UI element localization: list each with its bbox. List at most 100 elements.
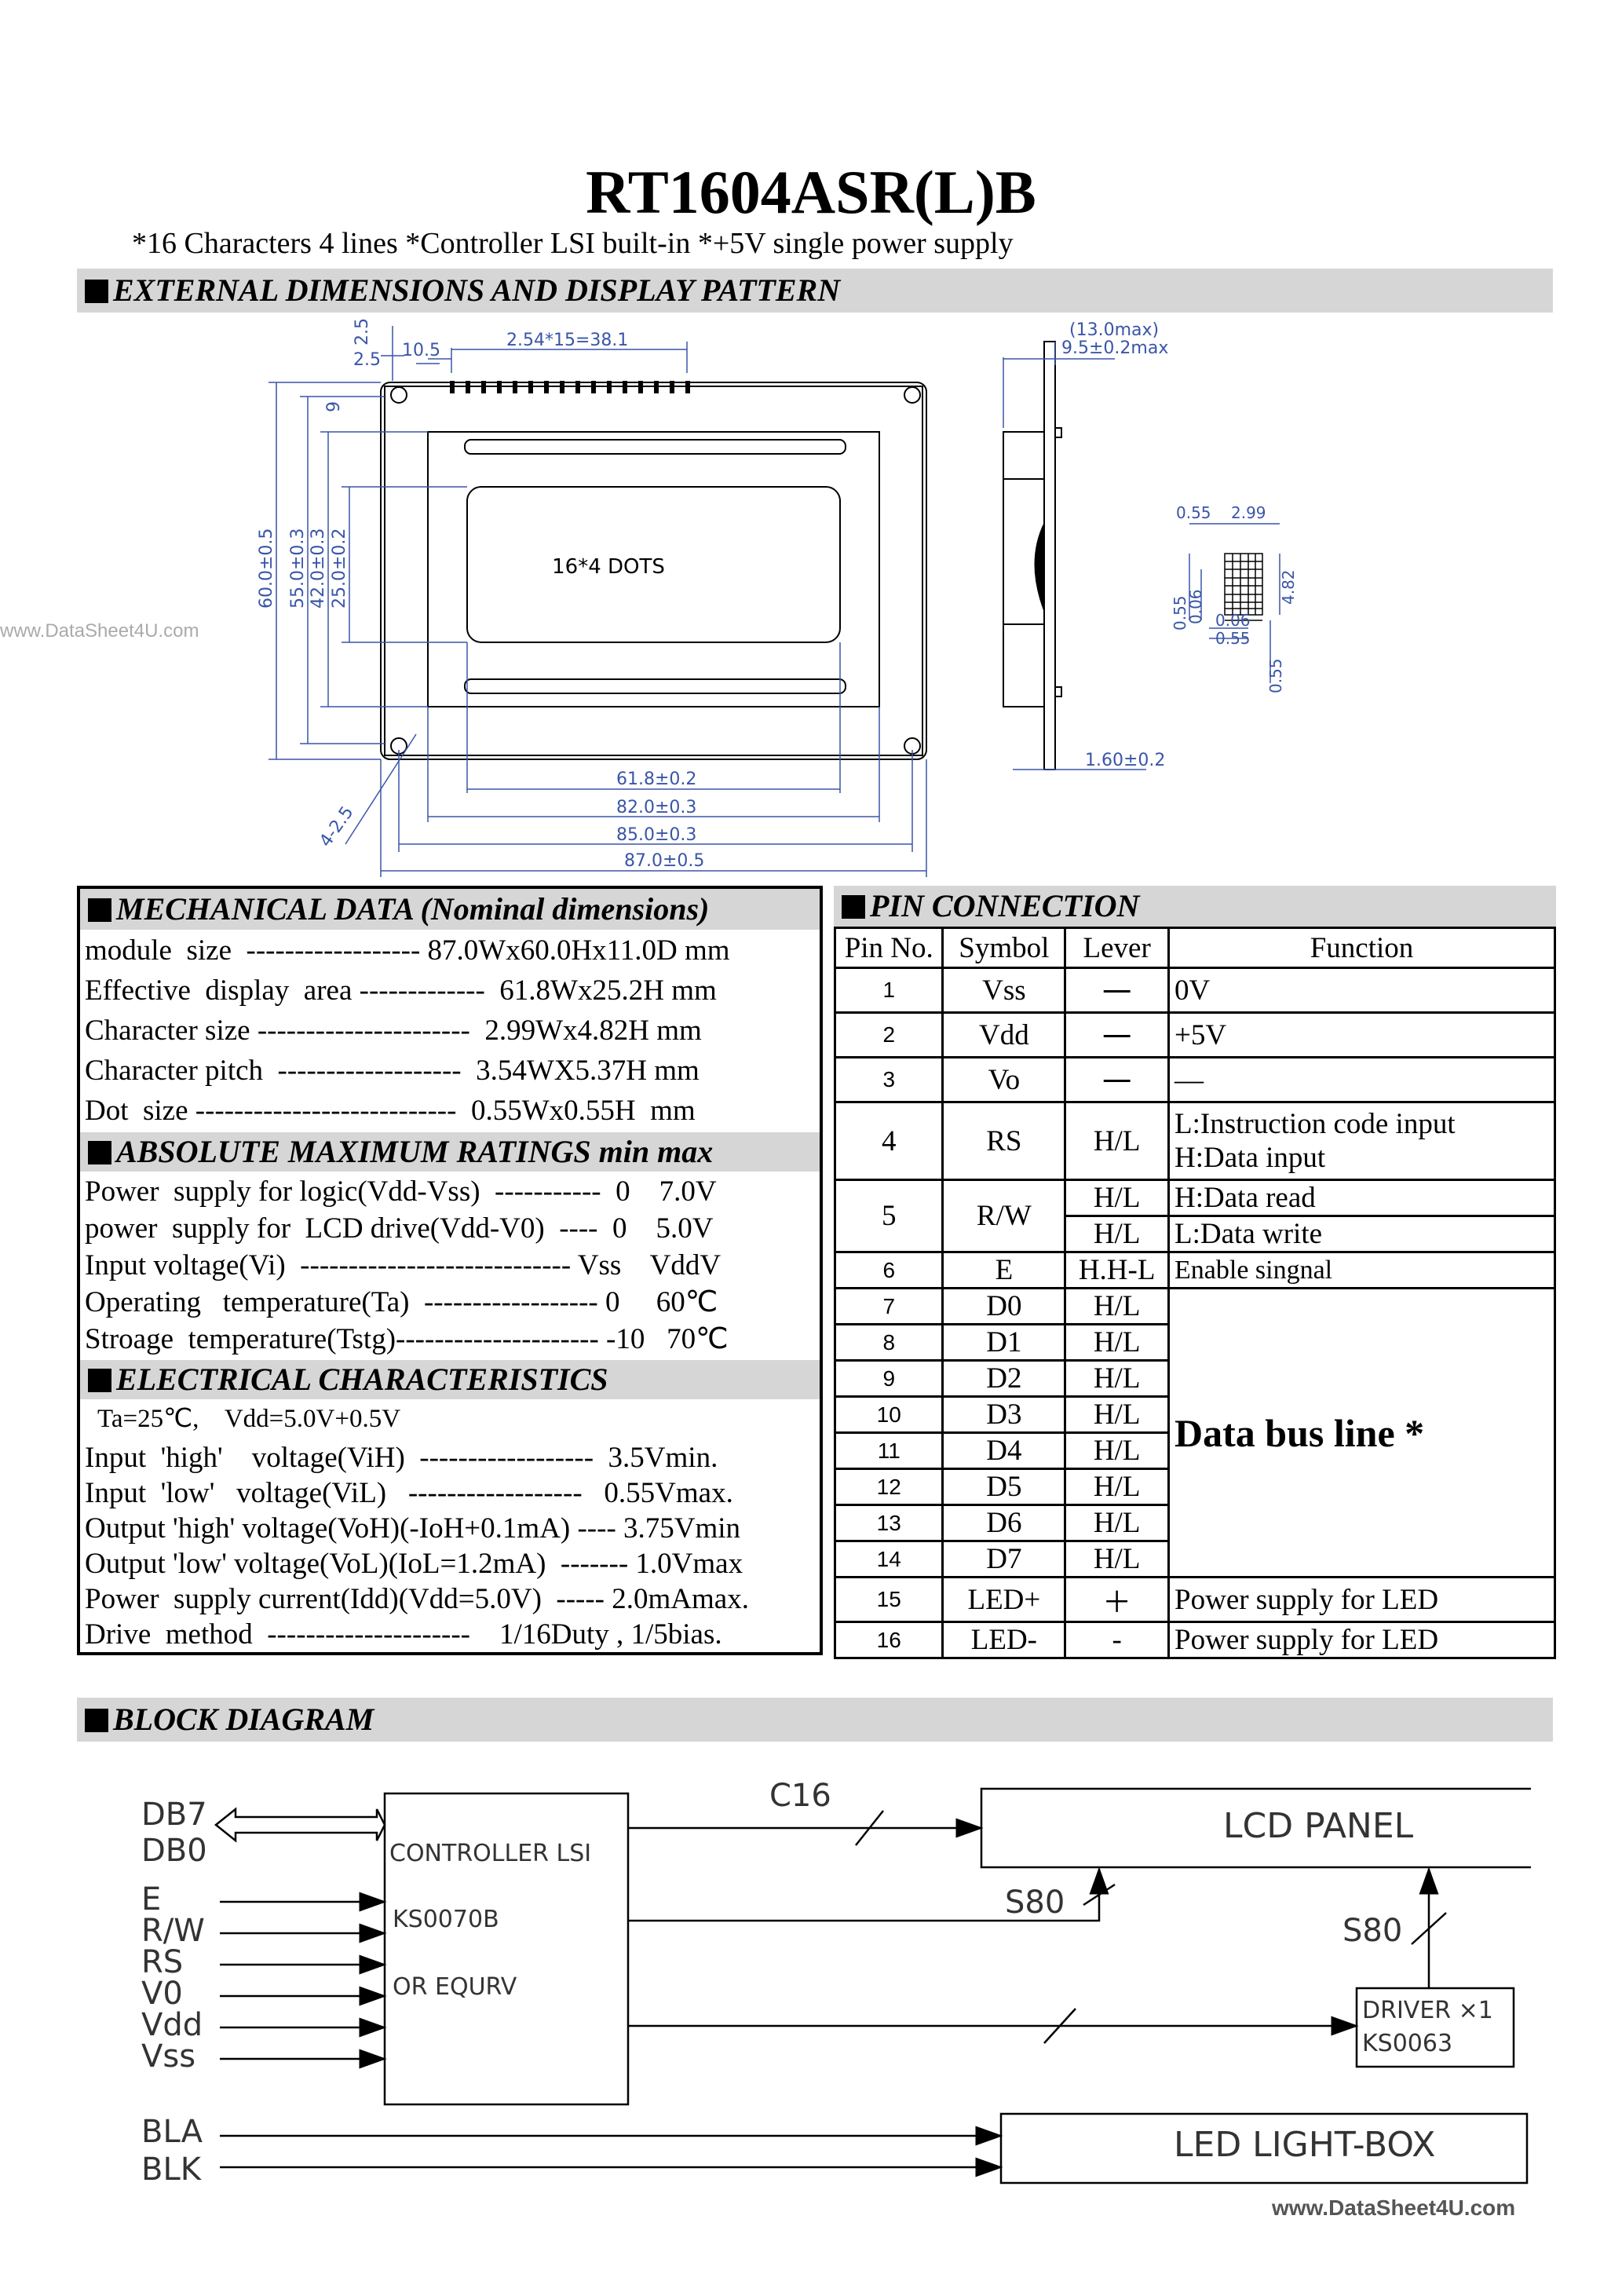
svg-text:KS0063: KS0063 <box>1362 2030 1452 2057</box>
svg-text:9: 9 <box>324 401 344 412</box>
block-diagram: DB7 DB0 E R/W RS V0 Vdd Vss C16 S80 S80 … <box>141 1778 1531 2188</box>
svg-text:CONTROLLER LSI: CONTROLLER LSI <box>389 1840 591 1867</box>
svg-text:OR EQURV: OR EQURV <box>393 1973 517 2001</box>
svg-text:0.06: 0.06 <box>1186 589 1205 624</box>
led-box <box>999 2112 1529 2184</box>
svg-text:0.55: 0.55 <box>1266 658 1285 693</box>
square-bullet-icon <box>88 898 111 922</box>
svg-text:(13.0max): (13.0max) <box>1069 320 1159 340</box>
svg-text:S80: S80 <box>1005 1885 1065 1921</box>
svg-text:E: E <box>141 1881 161 1918</box>
svg-text:DRIVER ×1: DRIVER ×1 <box>1362 1997 1493 2024</box>
svg-text:S80: S80 <box>1343 1913 1402 1949</box>
db7-label: DB7 <box>141 1797 207 1833</box>
page-title: RT1604ASR(L)B <box>586 158 1036 226</box>
svg-text:0.06: 0.06 <box>1215 611 1251 630</box>
svg-text:C16: C16 <box>769 1778 831 1814</box>
pin-header-row: Pin No. Symbol Lever Function <box>833 927 1556 969</box>
square-bullet-icon <box>842 895 865 919</box>
mech-line: Character size ---------------------- 2.… <box>85 1015 702 1047</box>
elec-line: Drive method --------------------- 1/16D… <box>85 1618 722 1651</box>
section-absolute: ABSOLUTE MAXIMUM RATINGS min max <box>80 1132 820 1172</box>
abs-line: Input voltage(Vi) ----------------------… <box>85 1249 721 1281</box>
elec-line: Output 'low' voltage(VoL)(IoL=1.2mA) ---… <box>85 1548 743 1580</box>
svg-text:V0: V0 <box>141 1976 183 2012</box>
db0-label: DB0 <box>141 1833 207 1869</box>
svg-text:LED LIGHT-BOX: LED LIGHT-BOX <box>1174 2125 1435 2165</box>
svg-text:Vdd: Vdd <box>141 2007 203 2043</box>
square-bullet-icon <box>85 1709 108 1732</box>
abs-line: Stroage temperature(Tstg)---------------… <box>85 1323 729 1355</box>
viewing-area <box>466 486 841 643</box>
controller-box <box>383 1792 630 2106</box>
svg-text:9.5±0.2max: 9.5±0.2max <box>1061 338 1168 358</box>
dots-label: 16*4 DOTS <box>552 555 665 579</box>
square-bullet-icon <box>88 1141 111 1164</box>
svg-text:85.0±0.3: 85.0±0.3 <box>616 825 696 845</box>
pin-row <box>450 381 690 393</box>
section-mechanical: MECHANICAL DATA (Nominal dimensions) <box>80 889 820 930</box>
svg-text:87.0±0.5: 87.0±0.5 <box>624 851 704 871</box>
svg-text:82.0±0.3: 82.0±0.3 <box>616 798 696 817</box>
elec-line: Output 'high' voltage(VoH)(-IoH+0.1mA) -… <box>85 1512 741 1545</box>
subtitle: *16 Characters 4 lines *Controller LSI b… <box>132 227 1014 260</box>
character-dot-matrix <box>1224 553 1263 621</box>
svg-text:2.5: 2.5 <box>353 350 381 370</box>
side-view <box>1003 341 1062 770</box>
svg-text:R/W: R/W <box>141 1913 205 1949</box>
watermark-left: www.DataSheet4U.com <box>0 620 199 642</box>
svg-text:25.0±0.2: 25.0±0.2 <box>330 528 349 609</box>
svg-text:61.8±0.2: 61.8±0.2 <box>616 770 696 789</box>
abs-line: Operating temperature(Ta) --------------… <box>85 1286 718 1318</box>
svg-text:0.55: 0.55 <box>1171 595 1189 631</box>
svg-text:BLK: BLK <box>141 2152 203 2188</box>
svg-text:0.55: 0.55 <box>1215 629 1251 648</box>
svg-text:55.0±0.3: 55.0±0.3 <box>288 528 308 609</box>
elec-line: Input 'high' voltage(ViH) --------------… <box>85 1442 718 1474</box>
svg-text:0.55: 0.55 <box>1176 503 1211 522</box>
svg-text:BLA: BLA <box>141 2114 203 2150</box>
svg-text:2.5: 2.5 <box>353 318 372 345</box>
svg-text:Vss: Vss <box>141 2038 195 2075</box>
svg-text:RS: RS <box>141 1944 183 1980</box>
section-external: EXTERNAL DIMENSIONS AND DISPLAY PATTERN <box>77 269 1553 313</box>
svg-text:60.0±0.5: 60.0±0.5 <box>257 528 276 609</box>
mech-line: module size ------------------ 87.0Wx60.… <box>85 934 730 967</box>
svg-text:42.0±0.3: 42.0±0.3 <box>309 528 328 609</box>
square-bullet-icon <box>88 1369 111 1392</box>
electrical-conditions: Ta=25℃, Vdd=5.0V+0.5V <box>97 1405 401 1433</box>
svg-text:4-2.5: 4-2.5 <box>316 803 357 850</box>
elec-line: Input 'low' voltage(ViL) ---------------… <box>85 1477 733 1509</box>
mech-line: Dot size --------------------------- 0.5… <box>85 1095 696 1127</box>
mech-line: Effective display area ------------- 61.… <box>85 974 717 1007</box>
specifications-box <box>77 886 823 1655</box>
svg-text:2.54*15=38.1: 2.54*15=38.1 <box>506 331 628 350</box>
section-electrical: ELECTRICAL CHARACTERISTICS <box>80 1360 820 1399</box>
mech-line: Character pitch ------------------- 3.54… <box>85 1055 700 1087</box>
abs-line: power supply for LCD drive(Vdd-V0) ---- … <box>85 1212 714 1245</box>
abs-line: Power supply for logic(Vdd-Vss) --------… <box>85 1175 717 1208</box>
dimension-drawing: 16*4 DOTS 2.5 10.5 2.54*15=38.1 2.5 60.0… <box>257 318 1298 877</box>
data-bus-label: Data bus line * <box>1167 1287 1556 1578</box>
section-pin: PIN CONNECTION <box>834 886 1556 927</box>
section-block: BLOCK DIAGRAM <box>77 1698 1553 1742</box>
svg-text:LCD PANEL: LCD PANEL <box>1223 1806 1414 1846</box>
